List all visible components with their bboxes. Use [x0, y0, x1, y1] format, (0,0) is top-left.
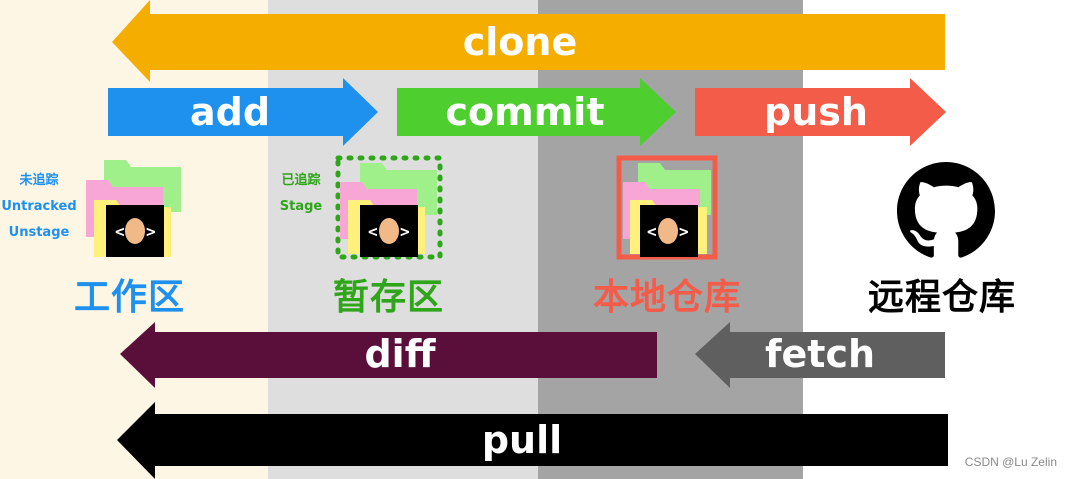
folder-code-icon: < >: [86, 160, 181, 257]
svg-text:>: >: [400, 222, 410, 241]
push-label: push: [764, 90, 868, 134]
add-label: add: [190, 90, 270, 134]
svg-text:<: <: [115, 222, 125, 241]
staging-area-sublabels: 已追踪 Stage: [272, 168, 330, 220]
working-area-sublabels: 未追踪 Untracked Unstage: [0, 168, 78, 246]
svg-text:<: <: [647, 222, 657, 241]
stage-label: Stage: [279, 199, 323, 214]
fetch-arrow: fetch: [695, 322, 945, 388]
pull-arrow: pull: [117, 402, 948, 479]
remote-repo-title: 远程仓库: [868, 277, 1017, 318]
unstage-label: Unstage: [8, 225, 70, 240]
clone-arrow: clone: [112, 0, 945, 82]
push-arrow: push: [695, 78, 946, 146]
commit-arrow: commit: [397, 78, 676, 146]
commit-label: commit: [445, 90, 604, 134]
pull-label: pull: [482, 418, 562, 462]
untracked-label: Untracked: [1, 199, 77, 214]
clone-label: clone: [463, 20, 577, 64]
folder-code-icon: < >: [335, 155, 443, 260]
svg-text:>: >: [146, 222, 156, 241]
local-repo-title: 本地仓库: [593, 277, 742, 318]
diff-arrow: diff: [120, 322, 657, 388]
watermark-text: CSDN @Lu Zelin: [964, 455, 1057, 469]
add-arrow: add: [108, 78, 378, 146]
folder-code-icon: < >: [616, 155, 718, 260]
tracked-cn-label: 已追踪: [281, 173, 321, 188]
svg-text:>: >: [679, 222, 689, 241]
untracked-cn-label: 未追踪: [19, 173, 59, 188]
working-area-title: 工作区: [74, 277, 186, 318]
diff-label: diff: [364, 332, 436, 376]
staging-area-title: 暂存区: [333, 277, 445, 318]
fetch-label: fetch: [765, 332, 875, 376]
svg-text:<: <: [368, 222, 378, 241]
github-icon: [897, 162, 995, 258]
remote-repo-column: [803, 0, 1069, 479]
